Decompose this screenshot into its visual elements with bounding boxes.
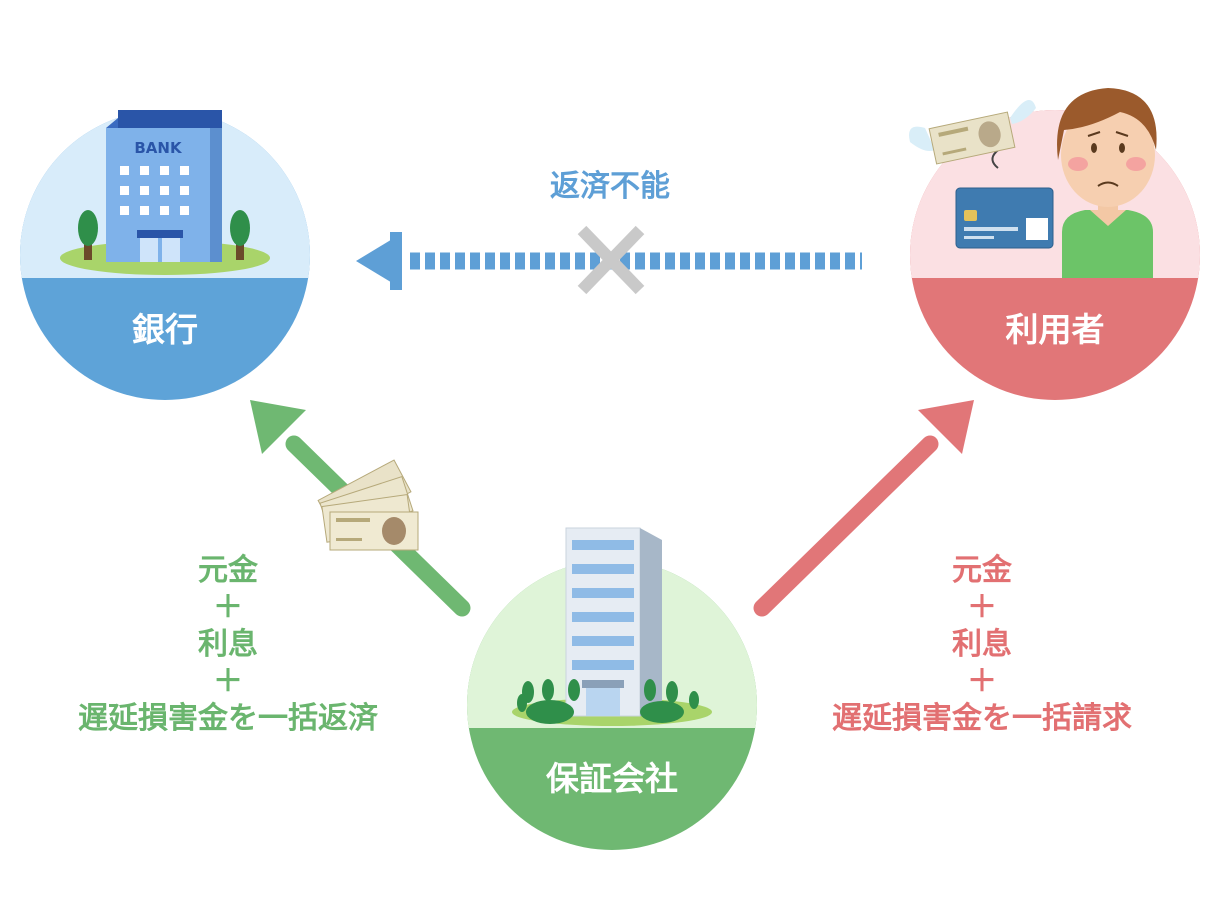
bank-label: 銀行 (132, 310, 198, 349)
guarantor-label: 保証会社 (546, 759, 678, 798)
blocked-repayment-label: 返済不能 (550, 169, 670, 204)
guarantor-node (467, 527, 757, 850)
annotation-line: ＋ (213, 664, 243, 699)
blocked-repayment-arrow (356, 225, 862, 295)
claim-to-user-arrow (753, 400, 974, 617)
annotation-line: ＋ (967, 590, 997, 625)
annotation-line: 利息 (198, 627, 258, 662)
bank-node: BANK (20, 110, 310, 400)
bank-building-icon: BANK (60, 110, 270, 275)
office-building-icon (512, 527, 712, 726)
annotation-line: 利息 (952, 627, 1012, 662)
annotation-line: 元金 (952, 553, 1012, 588)
annotation-line: 遅延損害金を一括請求 (832, 701, 1132, 736)
annotation-line: 元金 (198, 553, 258, 588)
annotation-line: ＋ (213, 590, 243, 625)
annotation-line: ＋ (967, 664, 997, 699)
user-label: 利用者 (1005, 310, 1105, 349)
banknotes-icon (317, 459, 419, 551)
worried-person-icon (909, 88, 1157, 278)
annotation-line: 遅延損害金を一括返済 (78, 701, 378, 736)
bank-sign-text: BANK (134, 139, 183, 157)
user-node (909, 88, 1200, 400)
cross-mark-icon (577, 225, 645, 295)
